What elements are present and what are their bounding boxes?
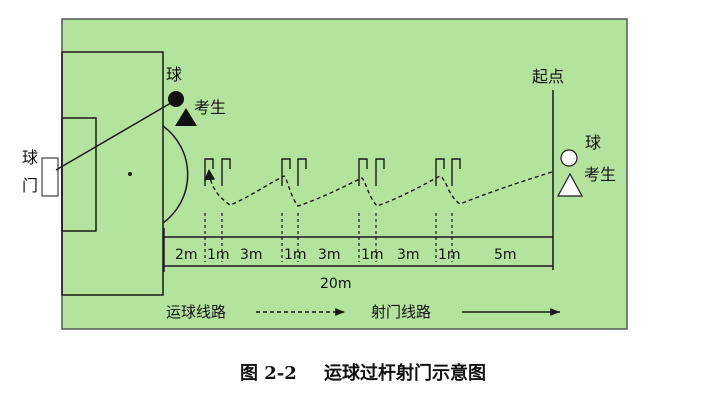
dribble-path <box>204 168 553 207</box>
legend-shoot-label: 射门线路 <box>371 303 431 321</box>
pole-icon <box>281 158 291 186</box>
measure-3m-a: 3m <box>240 247 263 263</box>
penalty-spot <box>128 172 132 176</box>
measure-1m-d: 1m <box>438 247 461 263</box>
start-label: 起点 <box>532 67 564 86</box>
ball-label-right: 球 <box>585 133 601 152</box>
pole-icon <box>297 158 307 186</box>
ball-label-left: 球 <box>166 65 182 84</box>
measure-3m-b: 3m <box>318 247 341 263</box>
pole-icon <box>358 158 368 186</box>
pole-group-2 <box>281 158 307 186</box>
pole-icon <box>375 158 385 186</box>
measure-20m: 20m <box>320 276 351 292</box>
pole-group-3 <box>358 158 385 186</box>
pole-icon <box>221 158 231 186</box>
field <box>61 18 628 330</box>
measure-5m: 5m <box>494 247 517 263</box>
goal-area <box>61 117 97 232</box>
goal-label-bottom: 门 <box>22 176 38 195</box>
measure-2m: 2m <box>175 247 198 263</box>
measure-1m-c: 1m <box>361 247 384 263</box>
candidate-label-left: 考生 <box>194 98 226 117</box>
legend-dribble-label: 运球线路 <box>166 303 226 321</box>
goal-box <box>41 157 59 197</box>
measure-1m-b: 1m <box>284 247 307 263</box>
candidate-icon <box>175 108 197 126</box>
measure-3m-c: 3m <box>397 247 420 263</box>
pole-icon <box>451 158 461 186</box>
goal-label-top: 球 <box>22 148 38 167</box>
candidate-label-right: 考生 <box>584 165 616 184</box>
caption-title: 运球过杆射门示意图 <box>324 362 486 384</box>
ball-icon-right <box>560 149 578 167</box>
shoot-line <box>55 99 177 171</box>
candidate-icon-right <box>556 172 584 197</box>
pole-icon <box>435 158 445 186</box>
measure-1m-a: 1m <box>207 247 230 263</box>
pole-group-4 <box>435 158 461 186</box>
ball-icon <box>168 91 184 107</box>
penalty-arc <box>162 125 189 224</box>
caption-number: 图 2-2 <box>240 363 297 384</box>
